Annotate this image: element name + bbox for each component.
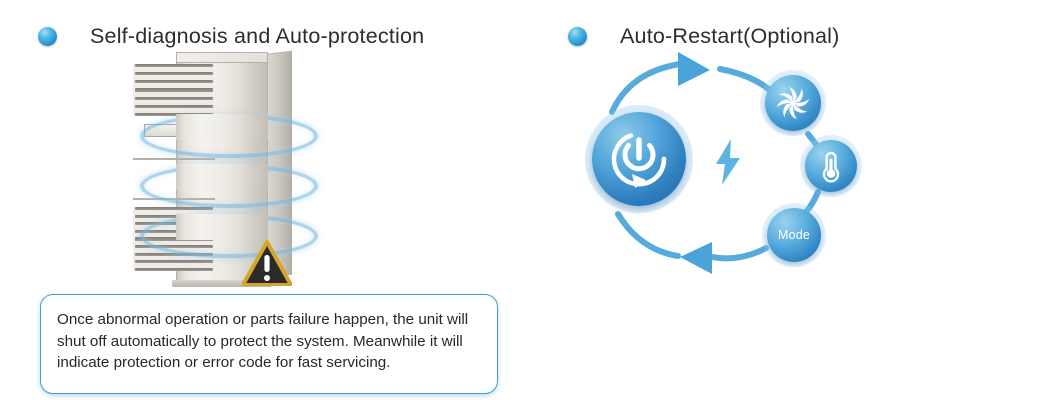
warning-triangle-icon: [242, 240, 292, 286]
lightning-bolt-icon: [716, 139, 740, 185]
page-title-right: Auto-Restart(Optional): [620, 23, 840, 48]
grille-slat: [135, 64, 213, 68]
grille-slat: [135, 88, 213, 92]
thermometer-icon: [822, 151, 840, 183]
power-restart-icon: [611, 133, 667, 188]
ac-unit-seam: [133, 158, 215, 160]
heading-self-diagnosis: Self-diagnosis and Auto-protection: [38, 18, 424, 54]
grille-slat: [135, 267, 213, 271]
ring-occlusion-mask: [176, 114, 268, 140]
grille-slat: [135, 72, 213, 76]
ac-unit-base: [172, 280, 272, 287]
arc-arrow-top-tail: [609, 61, 683, 115]
mode-node-label: Mode: [777, 228, 811, 242]
grille-slat: [135, 96, 213, 100]
arc-arrow-bottom-lead: [615, 211, 681, 259]
ac-unit-top-grille: [133, 64, 215, 116]
temperature-node[interactable]: [805, 140, 857, 192]
fan-icon: [776, 86, 810, 120]
ring-occlusion-mask: [176, 214, 268, 240]
panel-auto-restart: Auto-Restart(Optional): [530, 0, 1060, 400]
arc-arrow-bottom-tail: [709, 245, 769, 262]
power-restart-node[interactable]: [592, 112, 686, 206]
grille-slat: [135, 80, 213, 84]
grille-slat: [135, 252, 213, 256]
page-title-left: Self-diagnosis and Auto-protection: [90, 23, 425, 48]
description-text-left: Once abnormal operation or parts failure…: [57, 311, 469, 372]
fan-node[interactable]: [765, 75, 821, 131]
grille-slat: [135, 260, 213, 264]
description-box-self-diagnosis: Once abnormal operation or parts failure…: [40, 294, 498, 394]
arc-arrow-bottom-head: [680, 242, 712, 274]
air-conditioner-illustration: [128, 50, 328, 287]
blue-sphere-bullet-icon: [568, 26, 587, 46]
grille-slat: [135, 104, 213, 108]
grille-slat: [135, 207, 213, 211]
arc-arrow-top-head: [678, 52, 710, 86]
blue-sphere-bullet-icon: [38, 26, 57, 46]
restart-cycle-illustration: Mode: [560, 50, 880, 290]
heading-auto-restart: Auto-Restart(Optional): [568, 18, 839, 54]
arc-arrow-top-lead: [717, 66, 777, 97]
panel-self-diagnosis: Self-diagnosis and Auto-protection: [38, 18, 498, 394]
mode-node[interactable]: Mode: [767, 208, 821, 262]
grille-slat: [135, 112, 213, 116]
grille-slat: [135, 214, 213, 218]
ac-unit-top-cap: [176, 52, 268, 63]
ring-occlusion-mask: [176, 164, 268, 190]
